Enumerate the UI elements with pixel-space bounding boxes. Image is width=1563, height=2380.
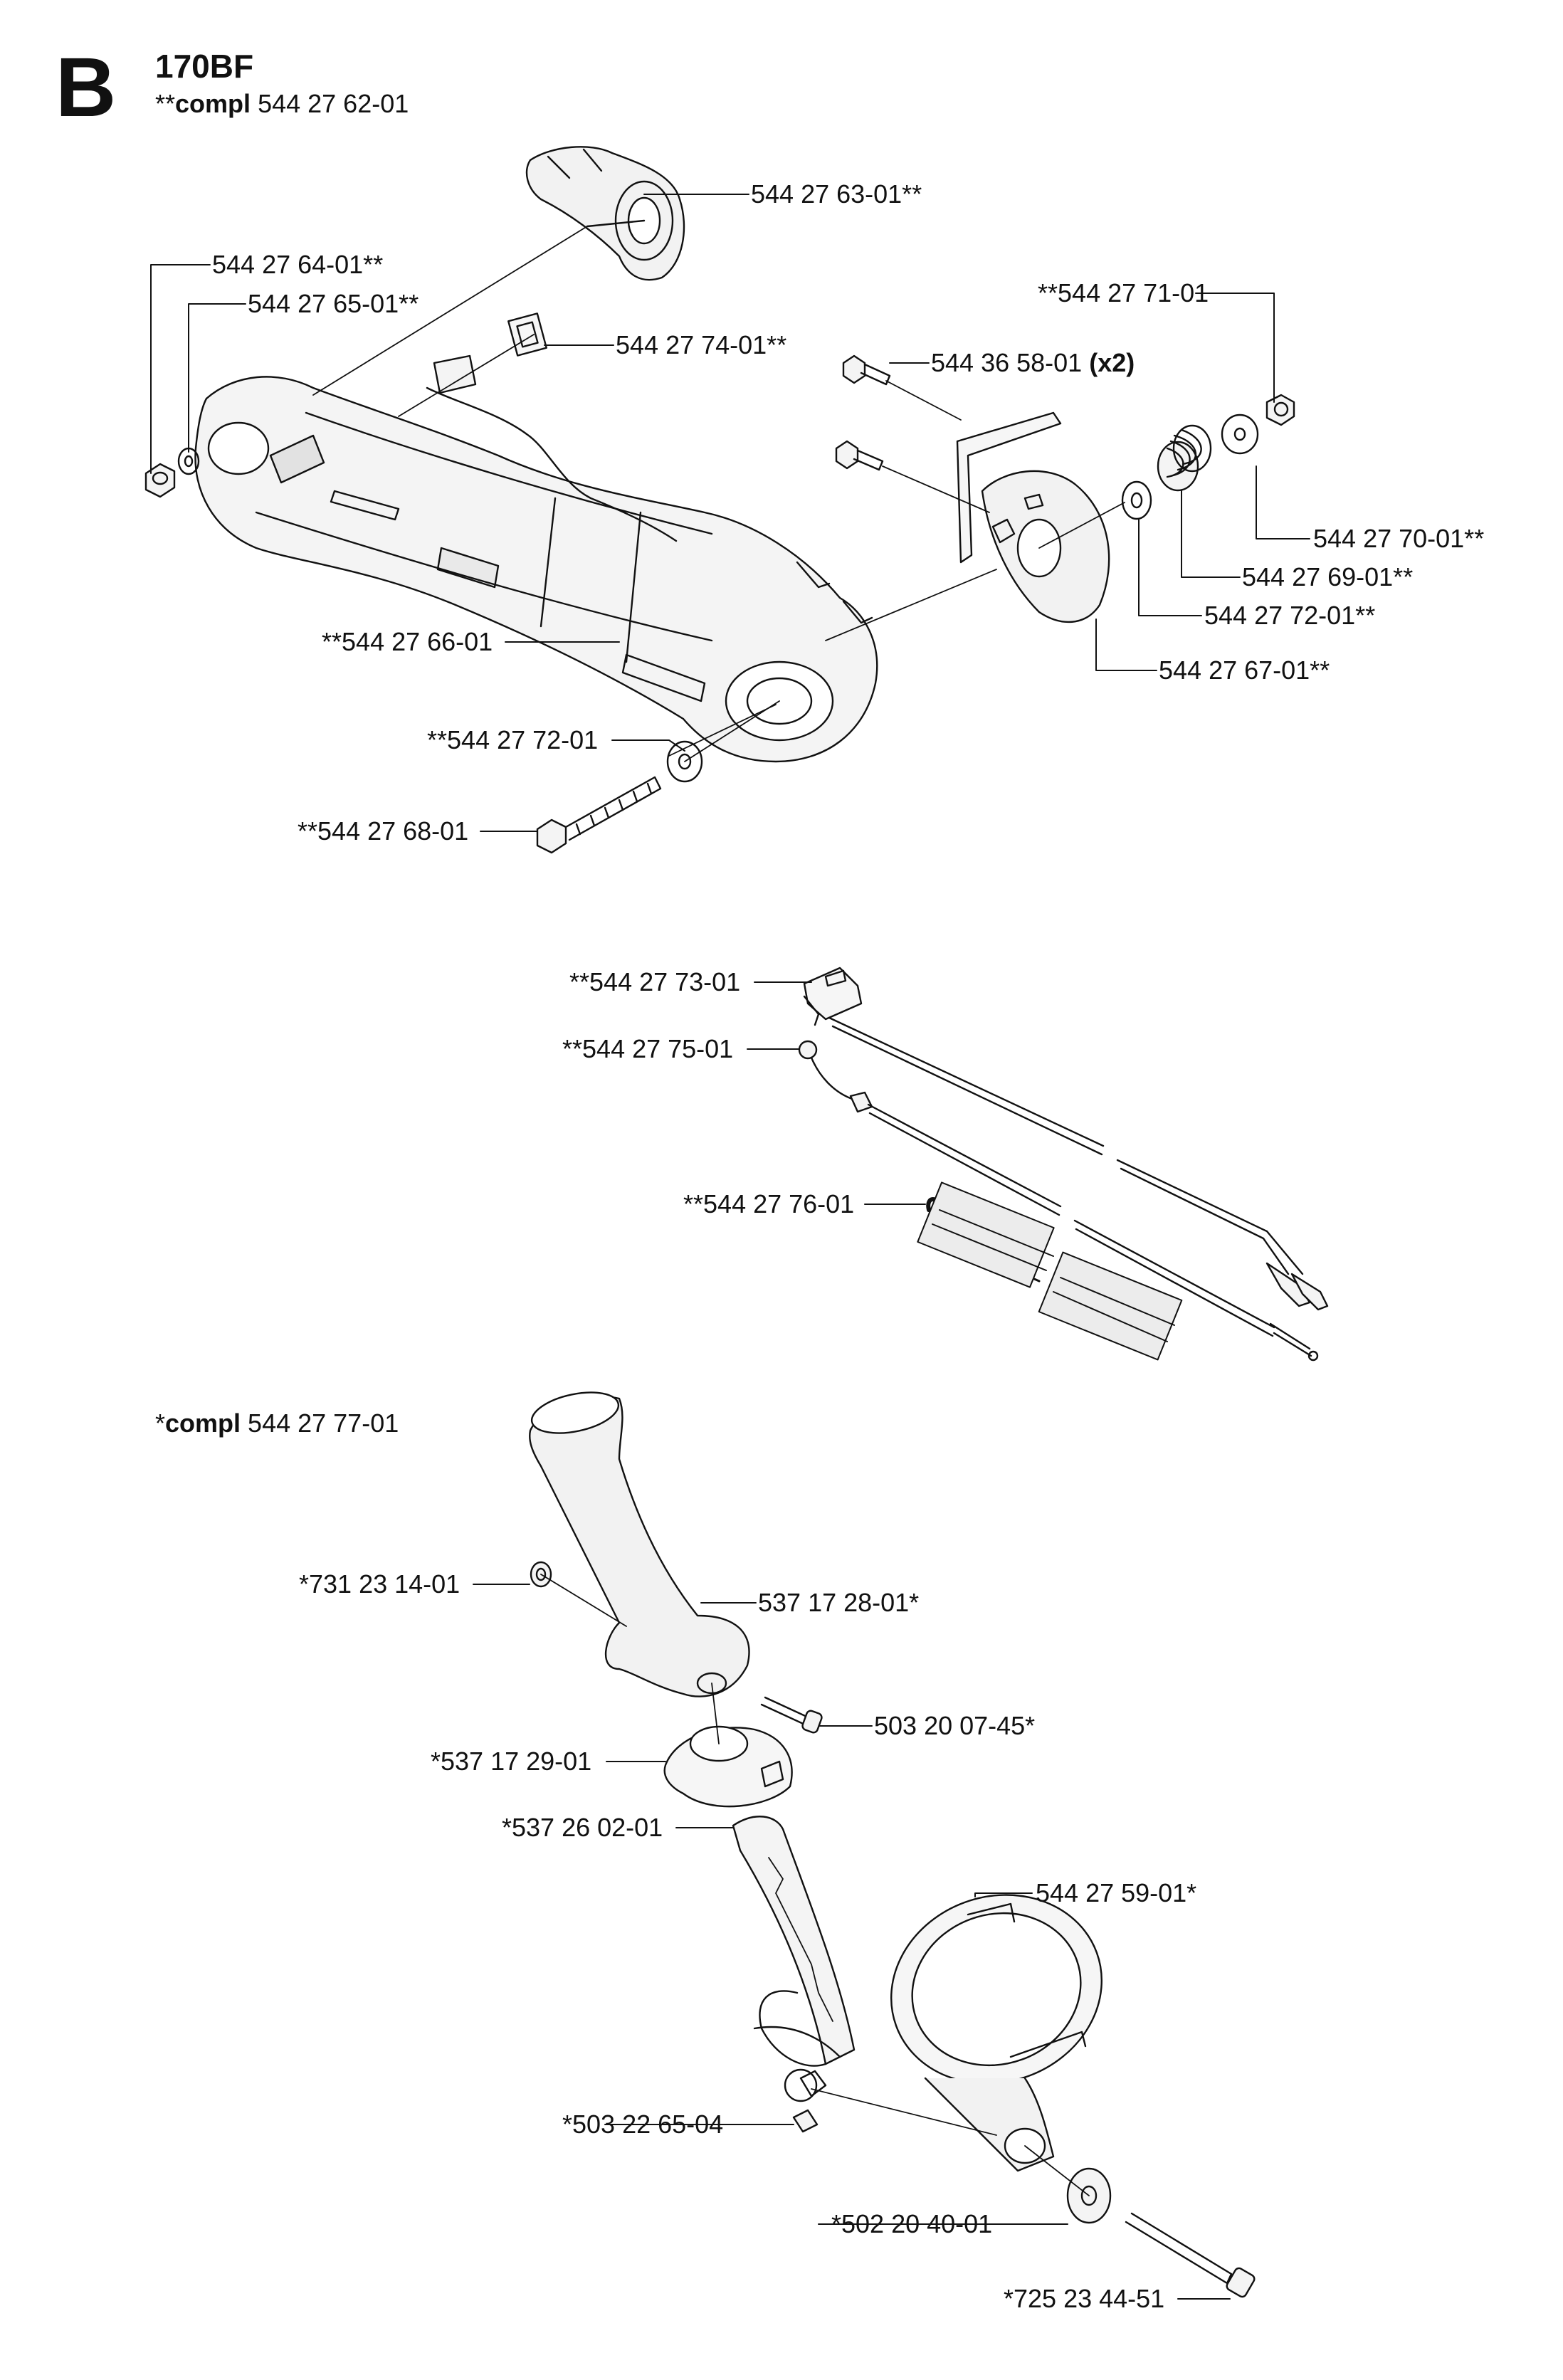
part-label: 544 27 59-01* <box>1036 1878 1197 1907</box>
part-label: 544 27 70-01** <box>1313 524 1485 553</box>
bolt-washer-bottom-drawing <box>536 740 703 854</box>
shaft-tube-drawing <box>732 1816 856 2102</box>
bolts-x2-drawing <box>835 354 891 471</box>
clamp-drawing <box>890 1894 1103 2172</box>
part-label: 544 27 64-01** <box>212 250 384 279</box>
assembly2-compl: *compl 544 27 77-01 <box>155 1408 399 1438</box>
part-label: **544 27 71-01 <box>1038 278 1209 307</box>
cable-assembly-drawing <box>798 967 1329 1362</box>
part-label: **544 27 68-01 <box>298 816 469 846</box>
nut-washer-left-drawing <box>144 447 200 498</box>
part-label: 544 27 65-01** <box>248 289 419 318</box>
part-label: 544 27 67-01** <box>1159 655 1330 685</box>
square-nut-drawing <box>792 2109 819 2133</box>
part-label: 544 27 72-01** <box>1204 601 1376 630</box>
leader-lines <box>150 194 1310 2300</box>
part-label: 544 27 69-01** <box>1242 562 1414 591</box>
part-label: 537 17 28-01* <box>758 1588 920 1617</box>
bracket-cover-drawing <box>956 411 1110 623</box>
part-label: 544 27 74-01** <box>616 330 787 359</box>
part-label: *537 26 02-01 <box>502 1813 663 1842</box>
spring-stack-drawing <box>1121 394 1295 520</box>
section-letter: B <box>56 41 117 135</box>
part-label: 544 27 63-01** <box>751 179 922 209</box>
long-bolt-drawing <box>1125 2212 1256 2298</box>
part-label: *502 20 40-01 <box>831 2209 993 2238</box>
pivot-housing-drawing <box>525 146 685 281</box>
grip-handle-drawing <box>529 1391 750 1697</box>
part-label: **544 27 73-01 <box>569 967 741 996</box>
part-label: *725 23 44-51 <box>1004 2284 1165 2313</box>
switch-connector-drawing <box>426 312 678 542</box>
screw-503-20-07-45-drawing <box>760 1696 823 1734</box>
part-label: *537 17 29-01 <box>431 1747 592 1776</box>
part-label: *503 22 65-04 <box>562 2110 724 2139</box>
part-label: 544 36 58-01 (x2) <box>931 348 1135 377</box>
part-label: *731 23 14-01 <box>299 1569 461 1599</box>
model-title: 170BF <box>155 48 254 85</box>
assembly1-compl: **compl 544 27 62-01 <box>155 89 409 118</box>
assembly-lines-bottom <box>540 1574 1090 2196</box>
collar-drawing <box>663 1725 793 1808</box>
part-label: **544 27 75-01 <box>562 1034 734 1063</box>
part-label: **544 27 72-01 <box>427 725 599 754</box>
part-label: **544 27 76-01 <box>683 1189 855 1218</box>
part-label: 503 20 07-45* <box>874 1711 1036 1740</box>
part-label: **544 27 66-01 <box>322 627 493 656</box>
assembly-lines-top <box>312 226 1125 762</box>
spring-coils-drawing <box>917 1181 1183 1361</box>
